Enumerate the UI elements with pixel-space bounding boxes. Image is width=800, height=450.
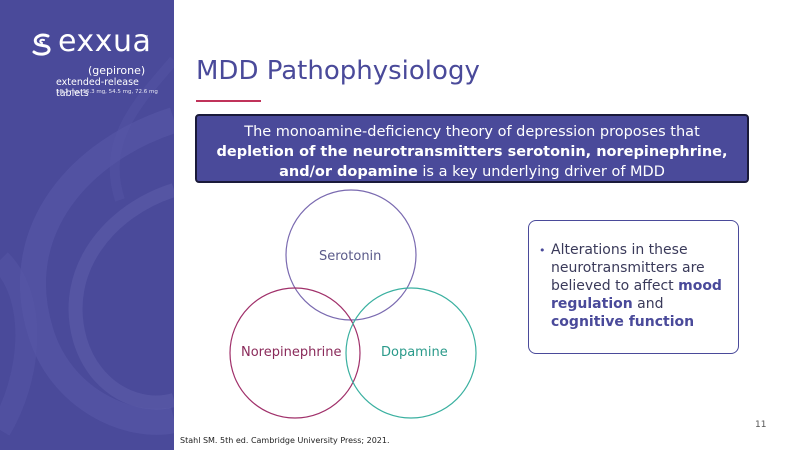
exxua-logo: exxua ™ (gepirone) extended-release tabl… (30, 24, 160, 100)
cognitive-function-emphasis: cognitive function (551, 314, 695, 330)
reference-footnote: Stahl SM. 5th ed. Cambridge University P… (180, 436, 390, 445)
theory-text-outro: is a key underlying driver of MDD (417, 164, 665, 180)
bullet-marker: • (539, 244, 546, 257)
mood-regulation-emphasis: mood regulation (551, 278, 722, 312)
brand-sidebar: exxua ™ (gepirone) extended-release tabl… (0, 0, 174, 450)
sidebar-swirl-decoration (0, 56, 174, 436)
theory-text-intro: The monoamine-deficiency theory of depre… (244, 124, 700, 140)
brand-dosage-form: extended-release tablets (56, 77, 139, 99)
norepinephrine-circle (229, 287, 361, 419)
monoamine-theory-box: The monoamine-deficiency theory of depre… (195, 114, 749, 183)
slide-title: MDD Pathophysiology (196, 56, 480, 86)
page-number: 11 (755, 420, 767, 430)
brand-strengths: 18.2 mg, 36.3 mg, 54.5 mg, 72.6 mg (56, 89, 158, 95)
alterations-text-intro: Alterations in these neurotransmitters a… (551, 242, 705, 294)
title-underline (196, 100, 261, 102)
trademark-symbol: ™ (142, 34, 149, 42)
brand-wordmark: exxua (58, 24, 152, 59)
neurotransmitter-venn-diagram (229, 189, 477, 419)
dopamine-circle (345, 287, 477, 419)
serotonin-label: Serotonin (319, 249, 382, 264)
dopamine-label: Dopamine (381, 345, 448, 360)
brand-generic-name: (gepirone) (88, 64, 146, 77)
exxua-swirl-mark-icon (32, 33, 51, 56)
alterations-text-and: and (632, 296, 664, 312)
norepinephrine-label: Norepinephrine (241, 345, 342, 360)
theory-text-emphasis: depletion of the neurotransmitters serot… (216, 144, 728, 180)
alterations-callout-box: • Alterations in these neurotransmitters… (528, 220, 739, 354)
